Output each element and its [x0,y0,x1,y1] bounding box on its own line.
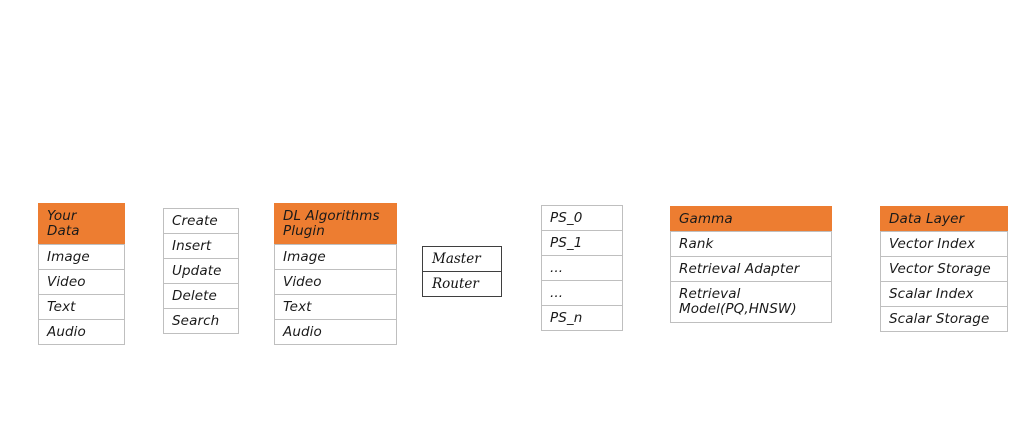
group-dl-algorithms-plugin-header[interactable]: DL Algorithms Plugin [274,203,397,245]
group-partition-servers: PS_0 PS_1 ... ... PS_n [541,205,623,331]
group-partition-servers-item-ellipsis-1[interactable]: ... [541,255,623,281]
group-partition-servers-item-ps0[interactable]: PS_0 [541,205,623,231]
group-operations-item-update[interactable]: Update [163,258,239,284]
group-data-layer-header[interactable]: Data Layer [880,206,1008,232]
group-gamma-item-rank[interactable]: Rank [670,231,832,257]
group-your-data-header[interactable]: Your Data [38,203,125,245]
group-data-layer-item-scalar-index[interactable]: Scalar Index [880,281,1008,307]
group-dl-algorithms-plugin-item-video[interactable]: Video [274,269,397,295]
group-dl-algorithms-plugin: DL Algorithms Plugin Image Video Text Au… [274,203,397,345]
group-dl-algorithms-plugin-item-audio[interactable]: Audio [274,319,397,345]
group-partition-servers-item-ps1[interactable]: PS_1 [541,230,623,256]
group-your-data-item-text[interactable]: Text [38,294,125,320]
group-master-router: Master Router [422,246,502,297]
group-operations-item-delete[interactable]: Delete [163,283,239,309]
group-gamma-header[interactable]: Gamma [670,206,832,232]
group-data-layer: Data Layer Vector Index Vector Storage S… [880,206,1008,332]
group-gamma: Gamma Rank Retrieval Adapter Retrieval M… [670,206,832,323]
group-data-layer-item-vector-storage[interactable]: Vector Storage [880,256,1008,282]
group-gamma-item-retrieval-adapter[interactable]: Retrieval Adapter [670,256,832,282]
group-your-data-item-audio[interactable]: Audio [38,319,125,345]
group-data-layer-item-vector-index[interactable]: Vector Index [880,231,1008,257]
group-operations-item-insert[interactable]: Insert [163,233,239,259]
group-gamma-item-retrieval-model[interactable]: Retrieval Model(PQ,HNSW) [670,281,832,323]
group-data-layer-item-scalar-storage[interactable]: Scalar Storage [880,306,1008,332]
group-master-router-item-master[interactable]: Master [422,246,502,272]
group-partition-servers-item-psn[interactable]: PS_n [541,305,623,331]
group-partition-servers-item-ellipsis-2[interactable]: ... [541,280,623,306]
group-your-data-item-image[interactable]: Image [38,244,125,270]
group-dl-algorithms-plugin-item-image[interactable]: Image [274,244,397,270]
group-operations: Create Insert Update Delete Search [163,208,239,334]
group-dl-algorithms-plugin-item-text[interactable]: Text [274,294,397,320]
group-your-data: Your Data Image Video Text Audio [38,203,125,345]
group-operations-item-search[interactable]: Search [163,308,239,334]
group-your-data-item-video[interactable]: Video [38,269,125,295]
group-operations-item-create[interactable]: Create [163,208,239,234]
group-master-router-item-router[interactable]: Router [422,271,502,297]
